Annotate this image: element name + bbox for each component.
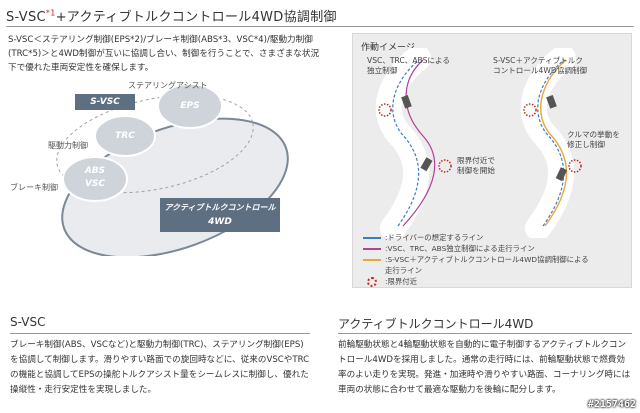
svsc-section-title: S-VSC (10, 315, 46, 329)
brake-control-label: ブレーキ制御 (10, 183, 58, 192)
legend-item: 走行ライン (363, 265, 628, 276)
legend-label: :S-VSC＋アクティブトルクコントロール4WD協調制御による (385, 255, 589, 264)
legend-label: 走行ライン (385, 266, 422, 275)
trc-label: TRC (115, 131, 135, 141)
title-rest: +アクティブトルクコントロール4WD協調制御 (55, 10, 337, 25)
abs-vsc-oval (62, 156, 128, 202)
svsc-box-label: S-VSC (90, 97, 120, 107)
awd-section-title: アクティブトルクコントロール4WD (338, 317, 534, 331)
right-car-2 (555, 167, 568, 182)
legend-label: :VSC、TRC、ABS独立制御による走行ライン (385, 244, 535, 253)
left-driver-line (392, 59, 420, 227)
awd-box (160, 198, 280, 232)
abs-label: ABS (84, 166, 106, 176)
awd-box-label-line1: アクティブトルクコントロール (164, 203, 276, 212)
steering-assist-ellipse (56, 94, 254, 194)
awd-box-label-line2: 4WD (208, 217, 232, 227)
awd-section-divider (338, 333, 632, 334)
diagram-shapes (56, 83, 289, 256)
right-car (546, 94, 557, 109)
right-caption-line1: S-VSC＋アクティブトルク (493, 56, 583, 65)
left-independent-line (402, 59, 436, 227)
right-road (520, 48, 576, 238)
page-title: S-VSC*1+アクティブトルクコントロール4WD協調制御 (6, 6, 337, 25)
follow-note-line1: クルマの挙動を (567, 130, 620, 139)
title-divider (6, 26, 634, 27)
road-illustration (375, 48, 582, 238)
title-footnote-mark: *1 (45, 8, 56, 18)
panel-title: 作動イメージ (361, 43, 415, 53)
right-coop-line (540, 59, 568, 227)
svsc-section-divider (10, 333, 310, 334)
watermark-id: #2157462 (587, 399, 636, 410)
limit-note-line1: 限界付近で (457, 156, 495, 165)
legend-swatch (363, 259, 381, 261)
limit-ring-icon (367, 277, 377, 287)
legend-label: :限界付近 (385, 277, 418, 286)
legend-swatch (363, 237, 381, 239)
eps-oval (157, 83, 223, 129)
left-road (375, 48, 431, 238)
legend-item: :S-VSC＋アクティブトルクコントロール4WD協調制御による (363, 254, 628, 265)
legend-swatch (363, 248, 381, 250)
awd-section-text: 前輪駆動状態と4輪駆動状態を自動的に電子制御するアクティブトルクコントロール4W… (338, 340, 631, 395)
eps-label: EPS (180, 101, 200, 111)
left-caption-line1: VSC、TRC、ABSによる (367, 56, 450, 65)
drive-control-label: 駆動力制御 (48, 141, 88, 150)
left-caption-line2: 独立制御 (367, 66, 398, 75)
right-limit-ring-2 (568, 159, 582, 173)
control-diagram: ステアリングアシスト 駆動力制御 ブレーキ制御 S-VSC EPS TRC AB… (0, 76, 330, 256)
intro-paragraph: S-VSC＜ステアリング制御(EPS*2)/ブレーキ制御(ABS*3、VSC*4… (8, 35, 320, 73)
left-car (401, 94, 412, 109)
trc-oval (94, 115, 156, 157)
left-limit-ring-2 (438, 159, 452, 173)
steering-assist-label: ステアリングアシスト (128, 81, 208, 90)
left-car-2 (420, 157, 433, 172)
legend-label: :ドライバーの想定するライン (385, 233, 484, 242)
title-svsc: S-VSC (6, 10, 46, 25)
legend: :ドライバーの想定するライン :VSC、TRC、ABS独立制御による走行ライン … (363, 232, 628, 287)
legend-item: :ドライバーの想定するライン (363, 232, 628, 243)
limit-note-line2: 制御を開始 (457, 166, 495, 175)
legend-item: :限界付近 (363, 276, 628, 287)
svsc-box (75, 94, 135, 110)
right-caption-line2: コントロール4WD協調制御 (493, 66, 588, 75)
legend-item: :VSC、TRC、ABS独立制御による走行ライン (363, 243, 628, 254)
svsc-section-text: ブレーキ制御(ABS、VSCなど)と駆動力制御(TRC)、ステアリング制御(EP… (10, 340, 310, 395)
follow-note-line2: 修正し制御 (567, 140, 605, 149)
right-driver-line (537, 59, 565, 227)
vsc-label: VSC (84, 179, 106, 189)
operation-image-panel: 作動イメージ VSC、TRC、ABSによる 独立制御 S-VSC＋アクティブトル… (352, 33, 632, 288)
left-limit-ring-1 (378, 103, 392, 117)
right-limit-ring-1 (523, 103, 537, 117)
